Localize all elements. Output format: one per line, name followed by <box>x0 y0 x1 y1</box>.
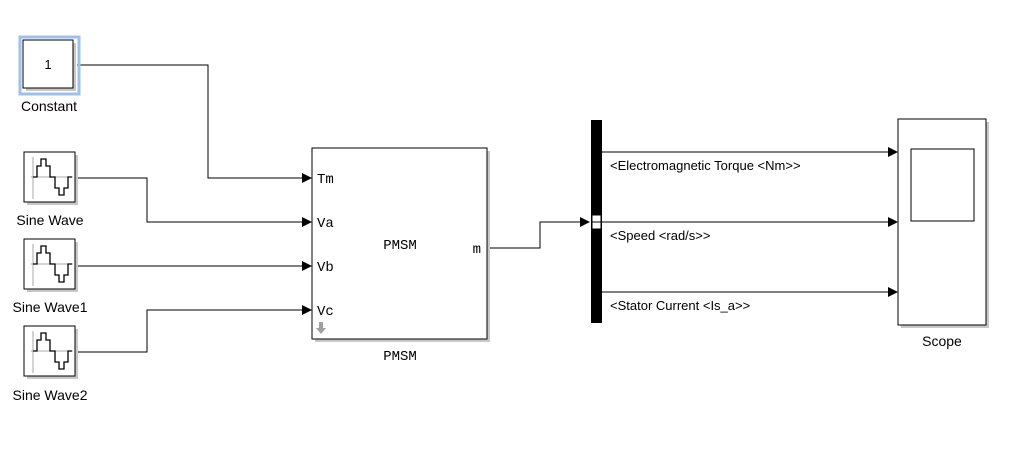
sine-wave-icon <box>31 331 73 373</box>
pmsm-title: PMSM <box>383 238 417 254</box>
signal-label-speed[interactable]: <Speed <rad/s>> <box>610 228 710 243</box>
arrow-down-icon <box>316 322 326 334</box>
bus-selector[interactable] <box>591 120 602 323</box>
signal-label-current[interactable]: <Stator Current <Is_a>> <box>610 298 750 313</box>
scope-block[interactable]: Scope <box>897 118 989 349</box>
sine-wave-block[interactable]: Sine Wave <box>16 151 84 228</box>
sine-wave-icon <box>31 157 73 199</box>
sine-wave-label: Sine Wave <box>16 212 83 228</box>
sine-wave-icon <box>31 244 73 286</box>
line-sine-to-va[interactable] <box>77 177 312 227</box>
pmsm-port-tm: Tm <box>317 172 334 188</box>
constant-label: Constant <box>21 98 77 114</box>
signal-label-torque[interactable]: <Electromagnetic Torque <Nm>> <box>610 158 801 173</box>
pmsm-port-m: m <box>473 242 481 258</box>
constant-body[interactable] <box>22 39 74 89</box>
pmsm-label: PMSM <box>383 349 417 365</box>
constant-selection-highlight <box>18 35 81 96</box>
pmsm-port-vb: Vb <box>317 260 334 276</box>
pmsm-block[interactable]: Tm Va Vb Vc PMSM m PMSM <box>311 147 490 365</box>
sine-wave2-label: Sine Wave2 <box>13 387 88 403</box>
line-sine2-to-vc[interactable] <box>77 305 312 353</box>
pmsm-body[interactable] <box>311 147 488 340</box>
pmsm-port-va: Va <box>317 216 334 232</box>
scope-screen-icon <box>910 148 975 222</box>
line-constant-to-tm[interactable] <box>77 64 312 183</box>
pmsm-port-vc: Vc <box>317 304 334 320</box>
line-pmsm-to-bus[interactable] <box>488 217 590 249</box>
sine-wave1-block[interactable]: Sine Wave1 <box>13 238 88 315</box>
signal-lines <box>77 64 898 353</box>
scope-label: Scope <box>922 333 962 349</box>
constant-block[interactable]: 1 Constant <box>18 35 81 114</box>
sine-wave1-label: Sine Wave1 <box>13 299 88 315</box>
sine-wave2-block[interactable]: Sine Wave2 <box>13 325 88 403</box>
constant-value: 1 <box>44 57 51 72</box>
